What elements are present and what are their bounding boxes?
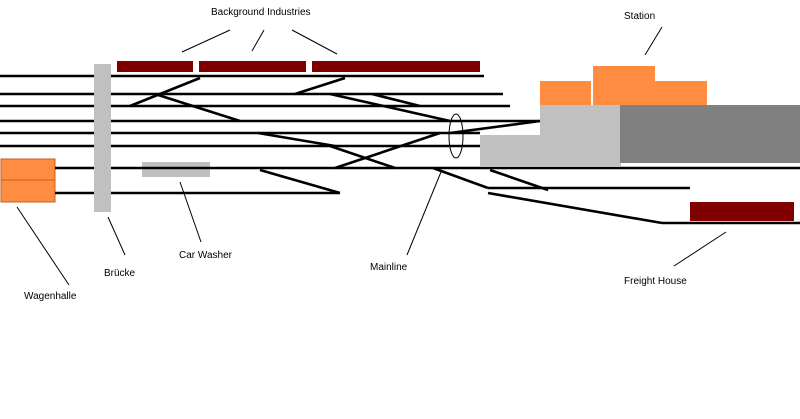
car-washer — [142, 162, 210, 177]
label-freight-house: Freight House — [624, 276, 687, 287]
mainline-marker — [448, 113, 464, 159]
turnout-2 — [154, 92, 241, 123]
label-wagenhalle: Wagenhalle — [24, 291, 77, 302]
turnout-freight — [487, 191, 663, 225]
leader-industry-2 — [251, 29, 265, 52]
industry-building-2 — [199, 61, 306, 72]
station-building-right — [655, 81, 707, 105]
station-area — [480, 66, 800, 166]
crossover-b — [334, 131, 441, 170]
label-station: Station — [624, 11, 655, 22]
background-industries — [117, 61, 480, 72]
crossover-a — [329, 144, 396, 170]
bruecke — [94, 64, 111, 212]
leader-wagenhalle — [16, 206, 70, 286]
turnout-5 — [371, 92, 421, 108]
label-car-washer: Car Washer — [179, 250, 233, 261]
leader-car-washer — [179, 181, 202, 243]
platform-upper — [540, 105, 622, 135]
platform-lower — [480, 135, 621, 166]
turnout-6 — [257, 131, 336, 148]
leader-freight-house — [673, 231, 727, 267]
leader-mainline — [406, 171, 442, 256]
turnout-7 — [449, 119, 541, 135]
station-building-center — [593, 66, 655, 105]
leader-bruecke — [107, 216, 126, 256]
turnout-9 — [432, 166, 489, 190]
leader-industry-1 — [181, 29, 231, 53]
station-building-left — [540, 81, 591, 105]
turnout-8 — [259, 168, 341, 195]
industry-building-1 — [117, 61, 193, 72]
wagenhalle — [0, 158, 56, 203]
turnout-1 — [129, 76, 201, 108]
station-hall — [620, 105, 800, 163]
label-bruecke: Brücke — [104, 268, 136, 279]
label-background-industries: Background Industries — [211, 7, 311, 18]
leader-industry-3 — [291, 29, 338, 55]
leader-station — [644, 26, 663, 56]
freight-house — [690, 202, 794, 221]
turnout-10 — [489, 168, 549, 192]
label-mainline: Mainline — [370, 262, 408, 273]
turnout-4 — [329, 92, 451, 123]
turnout-3 — [294, 76, 346, 96]
leader-lines — [16, 26, 727, 286]
industry-building-3 — [312, 61, 480, 72]
